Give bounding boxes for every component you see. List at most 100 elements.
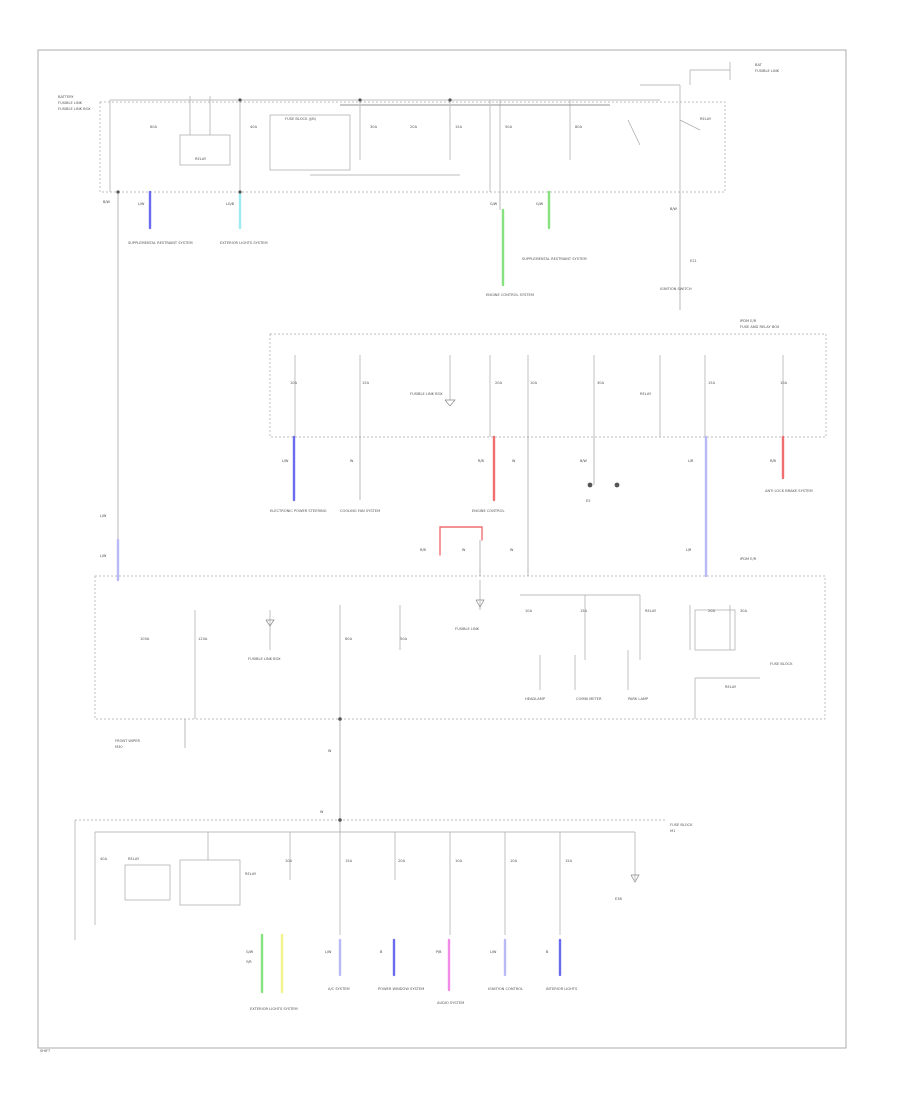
junction-dot [116,190,120,194]
wire-code: G/W [246,950,254,954]
junction-dot [238,190,242,194]
destination-label: EXTERIOR LIGHTS SYSTEM [250,1007,298,1011]
wire-code: B/W [580,459,587,463]
fuse-label: 40A [250,125,258,129]
connector-label: E5 [586,499,591,503]
junction-dots [116,98,620,822]
destination-label: ENGINE CONTROL SYSTEM [486,293,534,297]
relay-label: RELAY [645,609,657,613]
middle-fuse-block-outline [269,333,827,438]
wire-code: W [320,810,324,814]
wire-code: LG/B [226,202,235,206]
wire-code: W [350,459,354,463]
fusible-link-box-label: FUSIBLE LINK BOX [58,107,91,111]
wire-code: Y/R [246,960,252,964]
fuse-label: 60A [345,637,353,641]
destination-label: SUPPLEMENTAL RESTRAINT SYSTEM [128,241,193,245]
wire-code: L/R [686,548,692,552]
relay-box-1 [179,134,231,166]
relay-box-3 [179,859,241,906]
connector-dot [587,482,593,488]
ground-icon [444,399,456,407]
wire-code: W [510,548,514,552]
ground-label: E38 [615,897,623,901]
box-label: FUSE AND RELAY BOX [740,325,780,329]
fuse-label: 80A [575,125,583,129]
fuse-label: 15A [708,381,716,385]
fuse-label: 10A [285,859,293,863]
box-label: FUSE BLOCK [670,823,693,827]
relay-label: RELAY [700,117,712,121]
bottom-fuse-block [74,819,665,940]
relay-label: RELAY [128,857,140,861]
trunk-wires [117,192,681,832]
junction-dot [448,98,452,102]
relay-box-2 [124,864,171,901]
fuse-label: 10A [510,859,518,863]
sub-block-1 [269,114,351,171]
wire-code: L/W [100,514,107,518]
fuse-label: 10A [530,381,538,385]
battery-label: BATTERY [58,95,75,99]
box-label: FUSE BLOCK (J/B) [285,117,317,121]
wire-code: W [328,749,332,753]
switch-contact-1 [627,119,641,146]
fusible-link-label: FUSIBLE LINK [755,69,780,73]
relay-label: RELAY [725,685,737,689]
top-fuse-block [99,62,731,193]
destination-label: SUPPLEMENTAL RESTRAINT SYSTEM [522,257,587,261]
wire-code: W [462,548,466,552]
destination-label: COMBI METER [576,697,602,701]
lower-middle-block [94,575,826,720]
destination-label: COOLING FAN SYSTEM [340,509,380,513]
fuse-label: 30A [597,381,605,385]
fuse-label: 30A [740,609,748,613]
fuse-label: 20A [495,381,503,385]
diagram-labels: BATTERY FUSIBLE LINK FUSIBLE LINK BOX 60… [40,63,813,1053]
relay-label: RELAY [245,872,257,876]
fuse-label: 10A [290,381,298,385]
wire-code: R/B [478,459,484,463]
junction-dot [338,818,342,822]
fuse-label: 15A [565,859,573,863]
box-label: IPDM E/R [740,319,757,323]
box-label: FUSIBLE LINK BOX [248,657,281,661]
fuse-label: 100A [140,637,150,641]
wire-code: L/W [490,950,497,954]
fuse-label: 20A [410,125,418,129]
relay-label: RELAY [195,157,207,161]
wire-red-3 [439,526,483,556]
fusible-link-label: FUSIBLE LINK [58,101,83,105]
box-label: FUSIBLE LINK [455,627,480,631]
fuse-label: 15A [345,859,353,863]
destination-label: INTERIOR LIGHTS [546,987,578,991]
junction-dot [238,98,242,102]
ground-icon [265,619,275,627]
footer-code: SHIFT [40,1049,51,1053]
top-fuse-block-outline [99,101,726,193]
wire-code: W [512,459,516,463]
destination-label: IGNITION CONTROL [488,987,523,991]
ground-label: E21 [690,259,697,263]
junction-dot [338,717,342,721]
outer-border [37,49,847,1049]
destination-label: IGNITION SWITCH [660,287,692,291]
wire-code: L/W [282,459,289,463]
box-label: IPDM E/R [740,557,757,561]
fuse-label: 10A [780,381,788,385]
fuse-label: 10A [525,609,533,613]
junction-dot [358,98,362,102]
diagram-frame [37,49,847,1049]
relay-label: RELAY [640,392,652,396]
wire-code: P/B [436,950,442,954]
ground-label: M30 [115,745,123,749]
wire-code: L/W [100,554,107,558]
fuse-label: 50A [400,637,408,641]
wire-code: G/W [536,202,544,206]
ground-symbols [265,399,640,883]
fuse-label: 120A [198,637,208,641]
wire-code: R/B [770,459,776,463]
destination-label: ELECTRONIC POWER STEERING [270,509,327,513]
lower-middle-block-outline [94,575,826,720]
wire-code: R/B [420,548,426,552]
